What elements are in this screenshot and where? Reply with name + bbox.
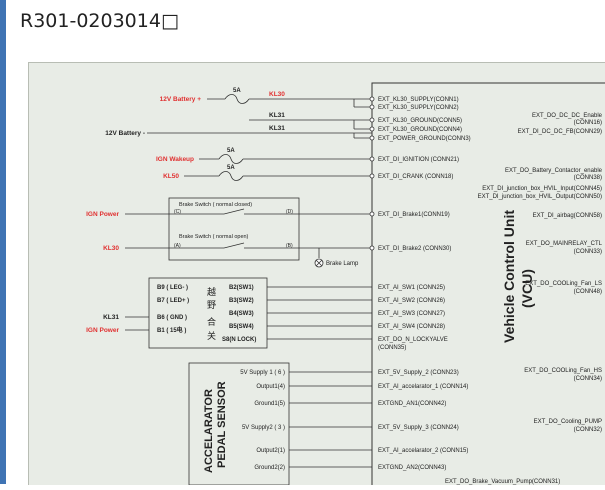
- vcu-right-pin-list: EXT_DO_DC_DC_Enable (CONN16) EXT_DI_DC_D…: [478, 113, 603, 433]
- pedal-title: ACCELARATOR: [203, 389, 215, 473]
- kl50-label: KL50: [163, 173, 179, 180]
- kl31-wire-label: KL31: [269, 112, 285, 119]
- vcu-pin: EXT_KL30_SUPPLY(CONN2): [378, 105, 459, 111]
- switch-out-sw1: B2(SW1): [229, 285, 254, 291]
- switch-pin-b9: B9 ( LEG- ): [157, 285, 188, 291]
- ign-wakeup-label: IGN Wakeup: [156, 156, 194, 163]
- brake-lamp-cross: [315, 259, 323, 267]
- vcu-subtitle: (VCU): [519, 269, 535, 308]
- battery-plus-label: 12V Battery +: [160, 96, 202, 103]
- vcu-pin: EXT_DI_Brake1(CONN19): [378, 212, 450, 218]
- pedal-pin: Ground1(5): [254, 401, 285, 407]
- left-accent-bar: [0, 0, 6, 484]
- vcu-pin: EXTGND_AN1(CONN42): [378, 401, 446, 407]
- wiring-diagram: Vehicle Control Unit (VCU) 12V Battery +: [28, 62, 605, 489]
- page-title: R301-0203014□: [20, 10, 179, 32]
- switch-pin-b1: B1 ( 15电 ): [157, 326, 186, 334]
- switch-pin-b6: B6 ( GND ): [157, 315, 187, 321]
- vcu-pin: EXT_DO_Cooling_PUMP: [534, 419, 602, 425]
- brake-switch-contacts: [169, 208, 299, 249]
- switch-block-wires: [125, 286, 372, 340]
- pedal-wires: [289, 371, 372, 468]
- vcu-pin: EXT_AI_SW3 (CONN27): [378, 311, 445, 317]
- brake-pin-a: (A): [174, 243, 181, 249]
- vcu-left-pin-list: EXT_KL30_SUPPLY(CONN1) EXT_KL30_SUPPLY(C…: [378, 97, 560, 485]
- vcu-pin: (CONN34): [574, 376, 602, 382]
- brake-switch-box: [168, 197, 300, 261]
- vcu-pin: EXT_DO_N_LOCKYALVE: [378, 337, 448, 343]
- brake-pin-d: (D): [286, 209, 293, 215]
- vcu-pin: (CONN48): [574, 289, 602, 295]
- vcu-pin: EXT_DI_IGNITION (CONN21): [378, 157, 459, 163]
- fuse-label: 5A: [233, 88, 241, 94]
- pedal-pin: Output1(4): [256, 384, 285, 390]
- brake-pin-c: (C): [174, 209, 181, 215]
- fuse-label: 5A: [227, 165, 235, 171]
- switch-out-sw4: B5(SW4): [229, 324, 254, 330]
- switch-out-sw3: B4(SW3): [229, 311, 254, 317]
- switch-char: 野: [207, 300, 216, 310]
- vcu-pin: EXT_AI_SW4 (CONN28): [378, 324, 445, 330]
- vcu-pin: EXT_DO_Brake_Vacuum_Pump(CONN31): [445, 479, 560, 485]
- ign-power-label: IGN Power: [86, 211, 119, 218]
- vcu-pin: EXTGND_AN2(CONN43): [378, 465, 446, 471]
- vcu-pin: (CONN16): [574, 120, 602, 126]
- vcu-pin: EXT_DO_COOLing_Fan_LS: [525, 281, 602, 287]
- vcu-pin: EXT_DI_junction_box_HVIL_Input(CONN45): [482, 186, 602, 192]
- vcu-title: Vehicle Control Unit: [501, 210, 517, 343]
- vcu-pin: EXT_DO_COOLing_Fan_HS: [524, 368, 602, 374]
- brake-switch-open-label: Brake Switch ( normal open): [179, 234, 249, 240]
- brake-pin-b: (B): [286, 243, 293, 249]
- vcu-pin: EXT_KL30_GROUND(CONN4): [378, 127, 462, 133]
- vcu-pin: EXT_5V_Supply_3 (CONN24): [378, 425, 459, 431]
- vcu-pin: (CONN33): [574, 249, 602, 255]
- vcu-pin: EXT_DI_junction_box_HVIL_Output(CONN50): [478, 194, 602, 200]
- vcu-pin: EXT_5V_Supply_2 (CONN23): [378, 370, 459, 376]
- switch-char: 越: [207, 286, 216, 297]
- pedal-pin: 5V Supply 1 ( 6 ): [240, 370, 285, 376]
- vcu-pin: EXT_DI_DC_DC_FB(CONN29): [518, 129, 602, 135]
- vcu-pin: EXT_KL30_SUPPLY(CONN1): [378, 97, 459, 103]
- kl30-wire-label: KL30: [269, 91, 285, 98]
- switch-pin-b7: B7 ( LED+ ): [157, 298, 189, 304]
- vcu-pin: EXT_AI_accelarator_1 (CONN14): [378, 384, 468, 390]
- vcu-pin: EXT_POWER_GROUND(CONN3): [378, 136, 471, 142]
- pedal-subtitle: PEDAL SENSOR: [216, 381, 228, 468]
- kl30-left-label: KL30: [103, 245, 119, 252]
- vcu-pin: EXT_AI_SW2 (CONN26): [378, 298, 445, 304]
- fuse-label: 5A: [227, 148, 235, 154]
- pedal-pin: 5V Supply2 ( 3 ): [242, 425, 285, 431]
- vcu-pin: (CONN32): [574, 427, 602, 433]
- vcu-pin: EXT_DO_DC_DC_Enable: [532, 113, 603, 119]
- power-wires: [125, 94, 372, 258]
- vcu-pin: EXT_AI_SW1 (CONN25): [378, 285, 445, 291]
- pedal-pin: Output2(1): [256, 448, 285, 454]
- vcu-pin: EXT_AI_accelarator_2 (CONN15): [378, 448, 468, 454]
- vcu-pin: EXT_DI_airbag(CONN58): [533, 213, 602, 219]
- vcu-pin: EXT_KL30_GROUND(CONN5): [378, 118, 462, 124]
- switch-out-sw2: B3(SW2): [229, 298, 254, 304]
- ign-power2-label: IGN Power: [86, 327, 119, 334]
- vcu-pin: EXT_DI_Brake2 (CONN30): [378, 246, 451, 252]
- brake-lamp-label: Brake Lamp: [326, 261, 359, 267]
- vcu-pin: EXT_DO_MAINRELAY_CTL: [526, 241, 603, 247]
- connector-dots: [369, 96, 375, 251]
- kl31-wire-label: KL31: [269, 125, 285, 132]
- switch-char: 合: [207, 316, 216, 327]
- kl31-left-label: KL31: [103, 314, 119, 321]
- switch-out-nlock: S8(N LOCK): [222, 337, 256, 343]
- switch-char: 关: [207, 330, 216, 341]
- vcu-pin: EXT_DI_CRANK (CONN18): [378, 174, 453, 180]
- vcu-pin: (CONN35): [378, 345, 406, 351]
- brake-switch-closed-label: Brake Switch ( normal closed): [179, 202, 252, 208]
- pedal-pin: Ground2(2): [254, 465, 285, 471]
- vcu-pin: EXT_DO_Battery_Contactor_enable: [505, 168, 603, 174]
- battery-minus-label: 12V Battery -: [105, 130, 145, 137]
- vcu-pin: (CONN38): [574, 175, 602, 181]
